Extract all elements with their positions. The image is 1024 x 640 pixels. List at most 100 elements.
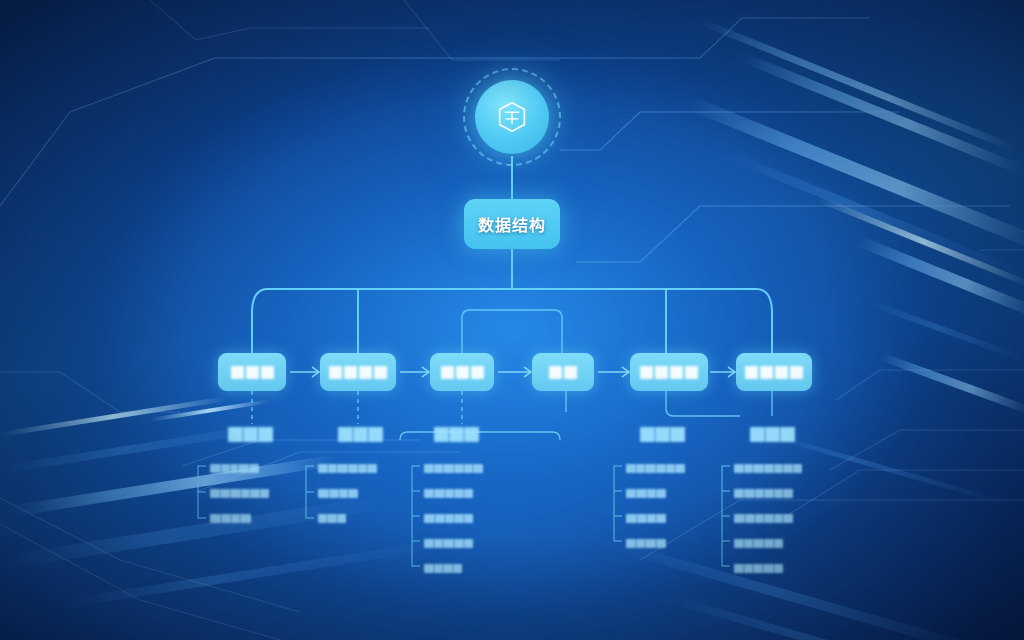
text-glyph: [250, 488, 260, 498]
text-glyph: [238, 463, 249, 473]
list-item: [424, 511, 473, 523]
text-glyph: [318, 513, 327, 523]
text-glyph: [454, 513, 464, 523]
text-glyph: [780, 427, 795, 442]
text-glyph: [564, 365, 577, 379]
list-item: [424, 486, 473, 498]
text-glyph: [230, 365, 244, 379]
flow-node-n4[interactable]: [532, 353, 594, 391]
list-item: [424, 561, 462, 573]
text-glyph: [637, 513, 647, 523]
illegible-text: [626, 483, 666, 502]
text-glyph: [221, 463, 230, 473]
text-glyph: [329, 365, 342, 379]
text-glyph: [685, 365, 698, 379]
list-item: [424, 461, 483, 473]
list-item: [734, 561, 783, 573]
illegible-text: [734, 508, 793, 527]
text-glyph: [744, 488, 755, 498]
text-glyph: [647, 488, 656, 498]
flow-node-n2[interactable]: [320, 353, 396, 391]
list-item: [626, 486, 666, 498]
text-glyph: [675, 463, 685, 473]
text-glyph: [318, 488, 329, 498]
text-glyph: [636, 538, 645, 548]
list-item: [734, 461, 802, 473]
text-glyph: [434, 488, 445, 498]
column-header-c1: [228, 427, 273, 445]
text-glyph: [338, 427, 353, 442]
flow-node-n1[interactable]: [218, 353, 286, 391]
text-glyph: [424, 538, 434, 548]
text-glyph: [210, 513, 221, 523]
text-glyph: [734, 513, 745, 523]
text-glyph: [240, 513, 251, 523]
illegible-text: [734, 533, 783, 552]
text-glyph: [221, 513, 231, 523]
text-glyph: [210, 488, 220, 498]
text-glyph: [353, 427, 368, 442]
text-glyph: [260, 488, 269, 498]
text-glyph: [449, 427, 464, 442]
illegible-text: [626, 508, 666, 527]
list-item: [626, 511, 666, 523]
flow-node-n3[interactable]: [430, 353, 494, 391]
text-glyph: [220, 488, 230, 498]
illegible-text: [424, 458, 483, 477]
text-glyph: [329, 488, 339, 498]
text-glyph: [443, 538, 454, 548]
text-glyph: [327, 513, 337, 523]
text-glyph: [328, 463, 337, 473]
column-header-c2: [338, 427, 383, 446]
text-glyph: [549, 365, 562, 379]
illegible-text: [424, 558, 462, 577]
illegible-text: [640, 365, 698, 379]
text-glyph: [670, 427, 685, 442]
text-glyph: [670, 365, 683, 379]
illegible-text: [424, 483, 473, 502]
text-glyph: [228, 427, 243, 442]
illegible-text: [734, 483, 793, 502]
text-glyph: [445, 488, 454, 498]
illegible-text: [210, 483, 269, 502]
text-glyph: [745, 513, 755, 523]
text-glyph: [656, 538, 666, 548]
text-glyph: [645, 538, 656, 548]
text-glyph: [744, 538, 753, 548]
illegible-text: [750, 427, 795, 446]
illegible-text: [338, 427, 383, 446]
text-glyph: [470, 365, 484, 379]
list-item: [318, 486, 358, 498]
text-glyph: [454, 463, 464, 473]
list-item: [318, 461, 377, 473]
list-item: [734, 511, 793, 523]
text-glyph: [243, 427, 258, 442]
text-glyph: [774, 538, 783, 548]
illegible-text: [230, 365, 274, 379]
text-glyph: [783, 463, 793, 473]
text-glyph: [424, 563, 434, 573]
column-header-c5: [750, 427, 795, 446]
text-glyph: [231, 513, 240, 523]
text-glyph: [636, 488, 647, 498]
text-glyph: [793, 463, 802, 473]
illegible-text: [434, 427, 479, 446]
text-glyph: [763, 563, 774, 573]
text-glyph: [636, 463, 645, 473]
text-glyph: [374, 365, 387, 379]
flow-node-n6[interactable]: [736, 353, 812, 391]
text-glyph: [464, 513, 473, 523]
illegible-text: [318, 483, 358, 502]
text-glyph: [750, 427, 765, 442]
text-glyph: [753, 463, 764, 473]
text-glyph: [358, 463, 367, 473]
column-header-c3: [434, 427, 479, 446]
text-glyph: [655, 365, 668, 379]
flow-node-n5[interactable]: [630, 353, 708, 391]
illegible-text: [745, 365, 803, 379]
text-glyph: [348, 488, 358, 498]
illegible-text: [210, 458, 259, 477]
text-glyph: [744, 563, 753, 573]
